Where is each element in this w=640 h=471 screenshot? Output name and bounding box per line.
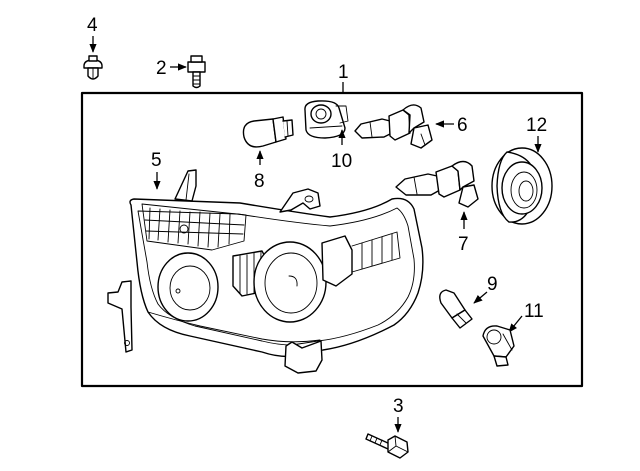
bulb-6-icon xyxy=(354,104,433,149)
socket-10-icon xyxy=(304,100,349,139)
part-6-bulb[interactable]: 6 xyxy=(354,104,468,149)
callout-4-label: 4 xyxy=(87,15,98,36)
part-3-bolt[interactable]: 3 xyxy=(365,396,409,459)
bolt-3-icon xyxy=(365,433,409,459)
assembly-frame xyxy=(80,91,584,388)
part-10-socket[interactable]: 10 xyxy=(304,100,352,172)
callout-12-label: 12 xyxy=(526,115,547,136)
callout-10-label: 10 xyxy=(331,151,352,172)
callout-9-leader xyxy=(473,291,488,304)
bolt-icon xyxy=(187,55,206,89)
socket-11-icon xyxy=(482,325,515,367)
part-8-bulb[interactable]: 8 xyxy=(242,116,294,192)
part-11-socket[interactable]: 11 xyxy=(482,301,544,367)
callout-7-label: 7 xyxy=(458,234,469,255)
part-9-bulb[interactable]: 9 xyxy=(439,274,498,329)
callout-8-label: 8 xyxy=(254,171,265,192)
part-12-cap[interactable]: 12 xyxy=(491,115,553,225)
bulb-7-icon xyxy=(395,160,479,208)
clip-icon xyxy=(83,55,103,80)
callout-9-label: 9 xyxy=(487,274,498,295)
callout-11-leader xyxy=(508,315,523,333)
bulb-9-icon xyxy=(439,289,473,329)
cap-12-icon xyxy=(491,147,553,225)
callout-5-label: 5 xyxy=(151,150,162,171)
part-4-clip[interactable]: 4 xyxy=(83,15,103,80)
headlamp-housing[interactable] xyxy=(107,169,424,374)
bulb-8-icon xyxy=(242,116,294,148)
callout-1-label: 1 xyxy=(338,62,349,83)
part-5-vent[interactable]: 5 xyxy=(151,150,162,190)
part-2-bolt[interactable]: 2 xyxy=(156,55,206,89)
callout-11-label: 11 xyxy=(524,301,544,322)
callout-6-label: 6 xyxy=(457,115,468,136)
callout-2-label: 2 xyxy=(156,58,167,79)
callout-1-group[interactable]: 1 xyxy=(338,62,349,93)
part-7-bulb[interactable]: 7 xyxy=(395,160,479,256)
callout-3-label: 3 xyxy=(393,396,404,417)
